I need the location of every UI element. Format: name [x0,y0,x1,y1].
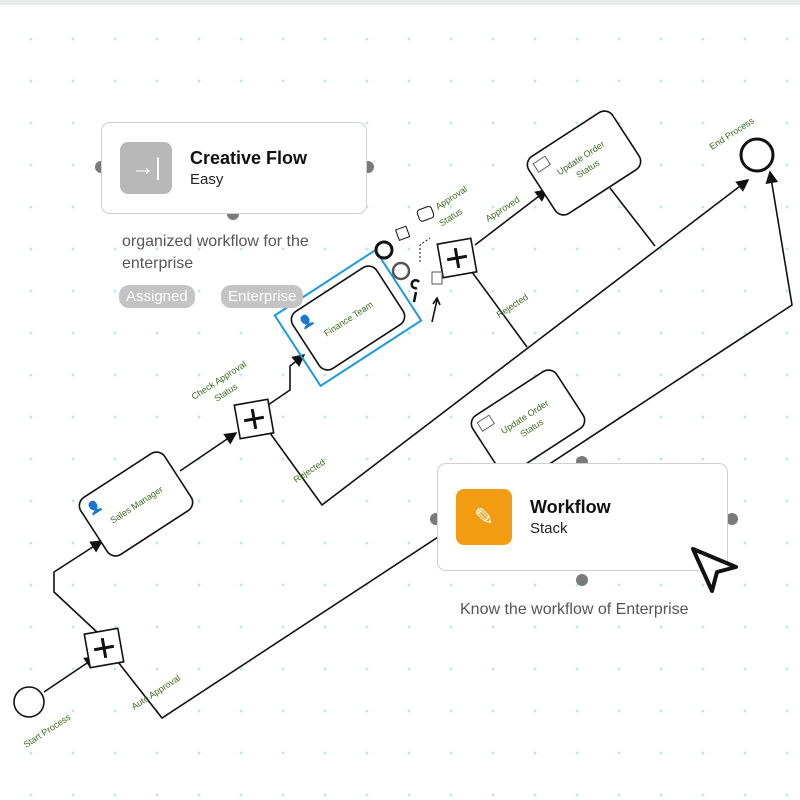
tag-assigned[interactable]: Assigned [119,285,195,308]
end-event[interactable] [739,137,775,173]
table-icon [532,155,552,173]
gateway-2[interactable] [233,398,275,440]
task-finance-team[interactable]: 👤 Finance Team [273,248,423,388]
flow-update-top[interactable] [609,187,656,247]
connector-knob[interactable] [726,513,738,525]
pencil-icon: ✎ [456,489,512,545]
tag-enterprise[interactable]: Enterprise [221,285,304,308]
gateway-1[interactable] [83,627,125,669]
context-pad [374,205,443,323]
user-icon: 👤 [296,311,316,331]
gateway-3[interactable] [436,237,478,279]
flow-to-gateway2[interactable] [179,432,238,472]
arrow-tool-icon[interactable] [431,296,441,323]
intermediate-event-tool-icon[interactable] [391,261,411,281]
task-update-order-top[interactable]: Update Order Status [524,107,645,218]
wrench-icon[interactable] [410,279,421,303]
end-event-tool-icon[interactable] [374,240,394,260]
card-subtitle: Easy [190,171,224,188]
task-tool-icon[interactable] [416,205,435,222]
task-sales-manager[interactable]: 👤 Sales Manager [76,448,197,559]
flow-rejected1[interactable] [269,179,750,507]
svg-text:Auto Approval: Auto Approval [130,673,182,712]
card-title: Creative Flow [190,148,308,168]
user-icon: 👤 [84,497,104,517]
flow-start[interactable] [43,656,98,693]
card-description: Know the workflow of Enterprise [460,601,689,618]
svg-text:Approval: Approval [434,184,469,212]
svg-text:Approved: Approved [484,194,522,223]
arrow-to-bar-icon: →| [120,142,172,194]
connector-knob[interactable] [576,574,588,586]
card-subtitle: Stack [530,520,568,537]
flow-rejected2[interactable] [471,271,528,348]
connect-tool-icon[interactable] [419,237,431,262]
svg-text:Rejected: Rejected [495,292,530,320]
flow-to-sales[interactable] [53,540,104,634]
gateway-tool-icon[interactable] [394,225,411,241]
trash-icon[interactable] [431,271,443,285]
table-icon [476,414,496,432]
approval-status-label: Approval Status [434,184,469,228]
flow-approved[interactable] [474,189,549,246]
card-title: Workflow [530,497,611,517]
start-event[interactable] [13,686,45,718]
task-update-order-bottom[interactable]: Update Order Status [468,366,589,477]
flow-to-finance[interactable] [267,354,306,406]
card-description: organized workflow for the enterprise [122,233,309,272]
